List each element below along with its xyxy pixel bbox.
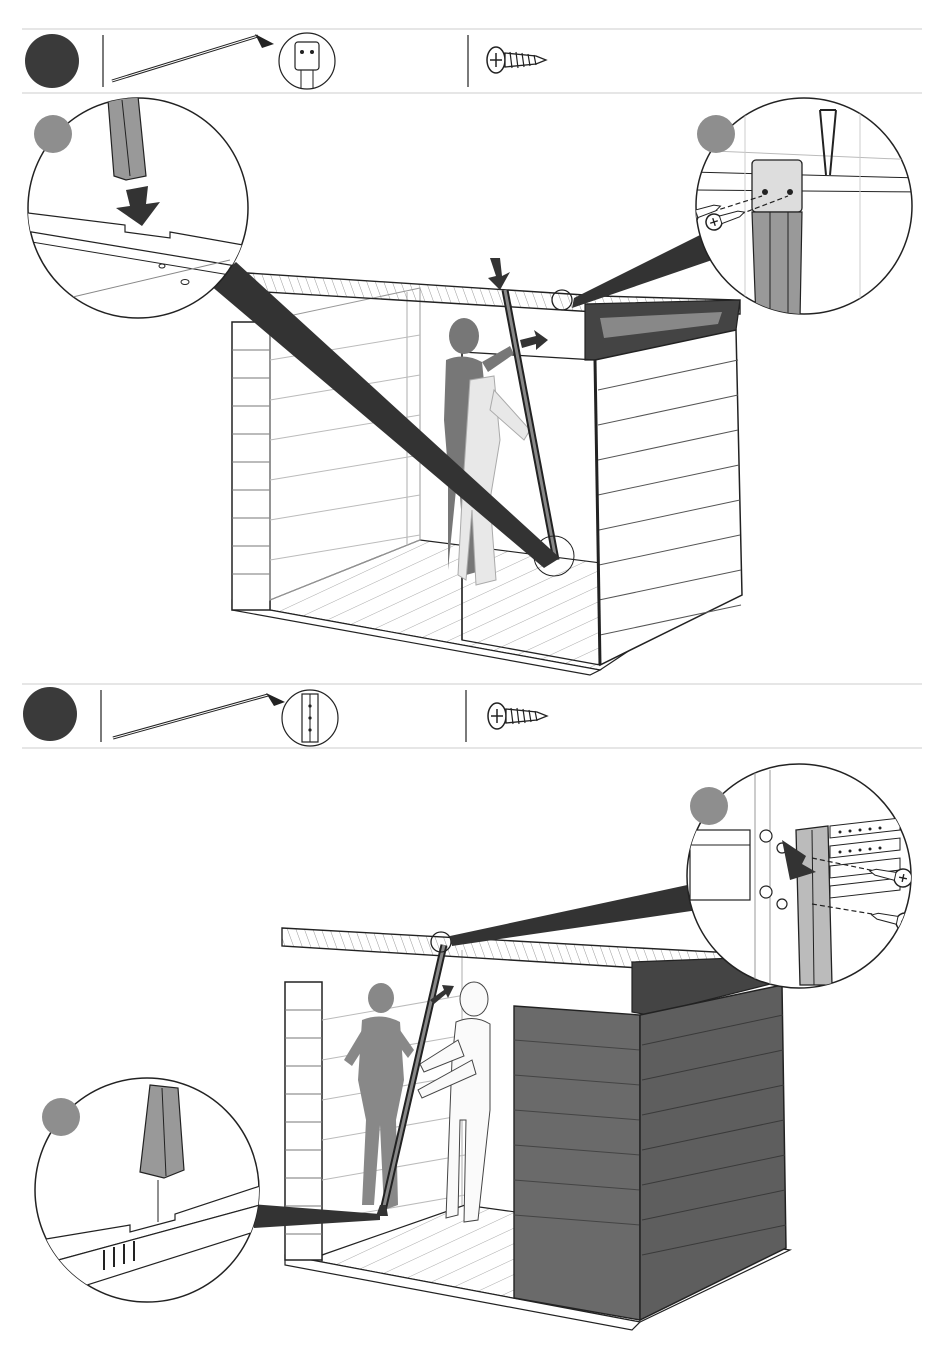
callout-circle [690, 787, 728, 825]
right-wall-panel [640, 985, 786, 1320]
floor-slot-detail [35, 1078, 260, 1302]
front-wall-panel [514, 1006, 640, 1320]
step-2-circle [23, 687, 77, 741]
screw-icon [488, 703, 547, 729]
hinge-screw-detail [687, 764, 916, 990]
callout-pointer [450, 884, 698, 946]
roof-bracket-screw-detail [680, 98, 920, 320]
callout-circle [42, 1098, 80, 1136]
step-1-shed-illustration [232, 258, 742, 675]
left-wall [232, 322, 270, 610]
rod-part-icon [113, 693, 285, 738]
step-1-header [22, 29, 922, 93]
hinge-strip-icon [282, 690, 338, 746]
callout-circle [34, 115, 72, 153]
step-2-header [22, 684, 922, 748]
step-1-circle [25, 34, 79, 88]
callout-circle [697, 115, 735, 153]
rod-part-icon [112, 34, 274, 81]
bracket-clip-icon [279, 33, 335, 89]
push-arrow [520, 330, 548, 350]
right-wall-panel [595, 330, 742, 665]
step-2-shed-illustration [282, 928, 790, 1330]
down-arrow [488, 258, 510, 290]
screw-icon [487, 47, 546, 73]
person-silhouette [344, 983, 414, 1210]
